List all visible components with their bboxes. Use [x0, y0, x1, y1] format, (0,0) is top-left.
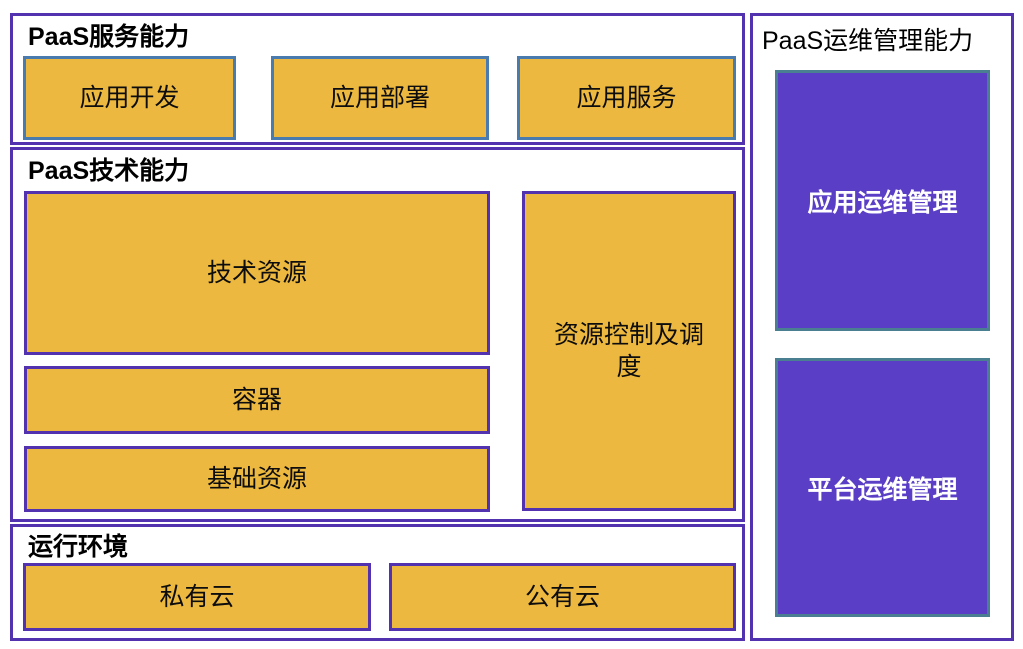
section-title-runtime-environment: 运行环境 — [28, 533, 129, 561]
box-technical-resources: 技术资源 — [24, 191, 490, 355]
box-app-deployment-label: 应用部署 — [329, 83, 430, 112]
box-app-ops-management: 应用运维管理 — [775, 70, 990, 331]
box-app-ops-management-label: 应用运维管理 — [807, 188, 958, 217]
section-title-paas-ops-management-capability: PaaS运维管理能力 — [762, 27, 974, 55]
box-private-cloud-label: 私有云 — [159, 582, 235, 611]
section-paas-ops-management-capability: PaaS运维管理能力 应用运维管理 平台运维管理 — [750, 13, 1014, 641]
box-app-development-label: 应用开发 — [79, 83, 180, 112]
box-public-cloud-label: 公有云 — [524, 582, 600, 611]
box-private-cloud: 私有云 — [23, 563, 371, 631]
box-basic-resources: 基础资源 — [24, 446, 490, 512]
box-container: 容器 — [24, 366, 490, 434]
box-platform-ops-management-label: 平台运维管理 — [807, 475, 958, 504]
box-resource-control-scheduling-label: 资源控制及调度 — [553, 320, 704, 382]
box-basic-resources-label: 基础资源 — [206, 464, 307, 493]
box-app-deployment: 应用部署 — [271, 56, 489, 140]
section-title-paas-technical-capability: PaaS技术能力 — [28, 157, 190, 185]
box-platform-ops-management: 平台运维管理 — [775, 358, 990, 617]
box-app-development: 应用开发 — [23, 56, 236, 140]
section-paas-service-capability: PaaS服务能力 应用开发 应用部署 应用服务 — [10, 13, 745, 145]
box-app-service-label: 应用服务 — [576, 83, 677, 112]
section-title-paas-service-capability: PaaS服务能力 — [28, 23, 190, 51]
section-runtime-environment: 运行环境 私有云 公有云 — [10, 524, 745, 641]
box-resource-control-scheduling: 资源控制及调度 — [522, 191, 736, 511]
box-app-service: 应用服务 — [517, 56, 736, 140]
box-technical-resources-label: 技术资源 — [206, 258, 307, 287]
box-public-cloud: 公有云 — [389, 563, 736, 631]
box-container-label: 容器 — [231, 385, 282, 414]
section-paas-technical-capability: PaaS技术能力 技术资源 容器 基础资源 资源控制及调度 — [10, 147, 745, 522]
